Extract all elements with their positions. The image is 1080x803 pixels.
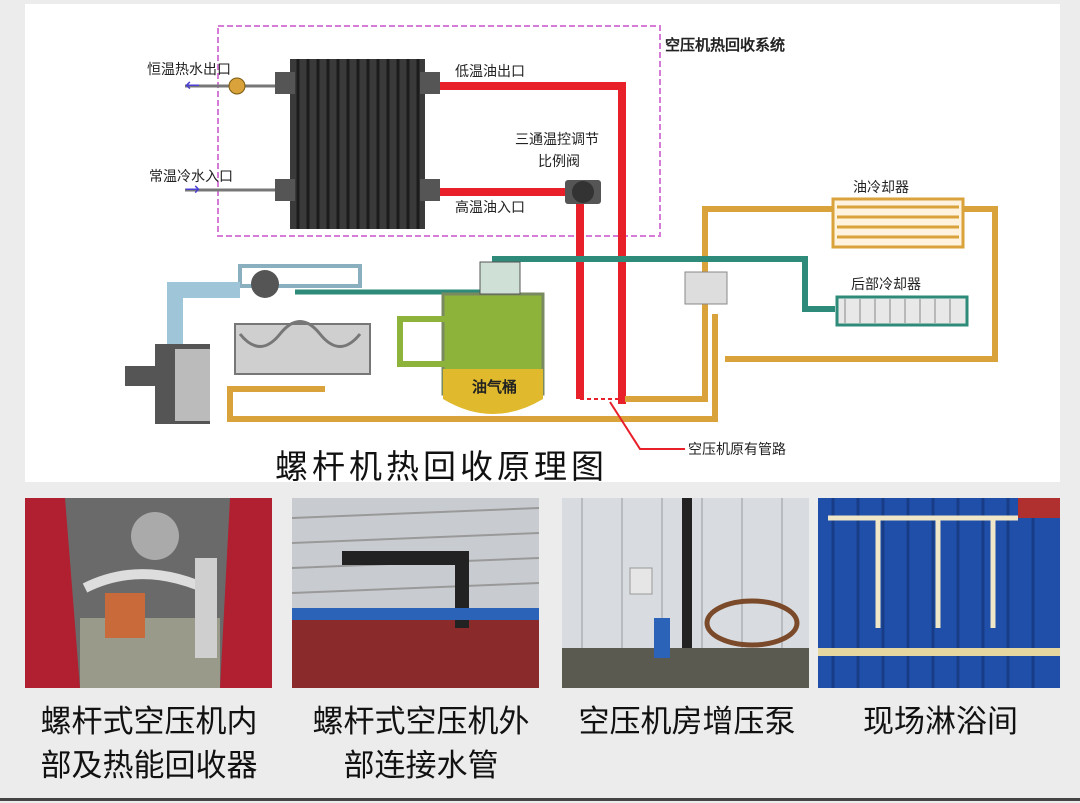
- hot-water-arrow-icon: ←: [185, 75, 200, 96]
- photo-caption-2: 螺杆式空压机外 部连接水管: [290, 700, 552, 788]
- photo-external-water-pipe: [292, 498, 539, 688]
- oil-cooler: [831, 197, 965, 249]
- photo-shower-room: [818, 498, 1060, 688]
- cold-water-arrow-icon: →: [185, 179, 200, 200]
- caption-1-line-1: 螺杆式空压机内: [40, 704, 258, 740]
- intake-pipe: [167, 282, 240, 354]
- after-cooler: [835, 295, 969, 327]
- footer-divider: [0, 798, 1080, 801]
- low-temp-oil-out-label: 低温油出口: [455, 64, 525, 80]
- hot-water-out-label: 恒温热水出口: [147, 62, 231, 78]
- caption-1-line-2: 部及热能回收器: [40, 748, 258, 784]
- lower-oil-pipe: [227, 314, 718, 422]
- photo-caption-1: 螺杆式空压机内 部及热能回收器: [18, 700, 280, 788]
- system-boundary: [217, 25, 661, 237]
- heat-recovery-diagram: ← →: [125, 25, 998, 458]
- low-temp-oil-pipe: [440, 82, 626, 404]
- return-oil-pipe: [227, 386, 325, 399]
- caption-4-line-1: 现场淋浴间: [863, 704, 1018, 740]
- after-cooler-label: 后部冷却器: [851, 277, 921, 293]
- intake-filter-mesh: [175, 349, 210, 421]
- intake-filter-cap: [125, 366, 155, 386]
- hot-water-valve-icon: [228, 77, 246, 95]
- caption-3-line-1: 空压机房增压泵: [578, 704, 796, 740]
- thermostatic-valve: [684, 271, 728, 305]
- valve-label-1: 三通温控调节: [515, 132, 599, 148]
- tank-green-pipe: [397, 316, 445, 367]
- photo-compressor-interior: [25, 498, 272, 688]
- high-temp-oil-in-label: 高温油入口: [455, 199, 525, 216]
- cold-water-in-label: 常温冷水入口: [149, 169, 233, 185]
- heat-exchanger: [275, 59, 440, 229]
- oil-gas-tank: [441, 261, 545, 414]
- diagram-panel: ← →: [25, 4, 1060, 486]
- photo-booster-pump: [562, 498, 809, 688]
- air-pipe: [492, 256, 835, 312]
- diagram-title: 螺杆机热回收原理图: [275, 447, 608, 486]
- screw-compressor: [234, 264, 371, 375]
- original-pipe-leader: [609, 401, 685, 450]
- caption-2-line-1: 螺杆式空压机外: [312, 704, 530, 740]
- three-way-valve-icon: [565, 180, 601, 204]
- valve-label-2: 比例阀: [538, 154, 580, 170]
- system-label: 空压机热回收系统: [665, 36, 785, 54]
- photo-caption-4: 现场淋浴间: [818, 700, 1063, 744]
- caption-2-line-2: 部连接水管: [343, 748, 499, 784]
- original-piping-label: 空压机原有管路: [688, 442, 786, 458]
- photo-caption-3: 空压机房增压泵: [556, 700, 818, 744]
- oil-cooler-label: 油冷却器: [853, 180, 909, 196]
- oil-gas-tank-label: 油气桶: [472, 378, 517, 396]
